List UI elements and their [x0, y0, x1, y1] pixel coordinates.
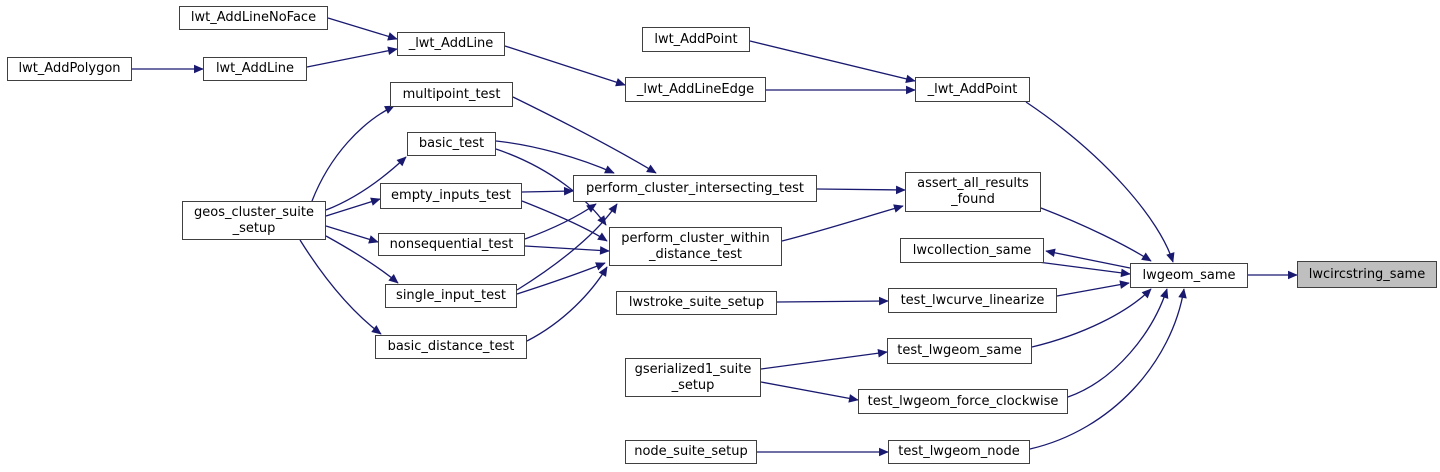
edge-lwt_AddLine-to-_lwt_AddLine — [306, 46, 398, 68]
node-basic_test[interactable]: basic_test — [407, 132, 496, 156]
node-label: test_lwgeom_node — [898, 444, 1020, 459]
edge-empty_inputs_test-to-perform_cluster_intersecting_test — [521, 186, 574, 196]
node-lwt_AddPolygon[interactable]: lwt_AddPolygon — [7, 57, 132, 81]
node-label: lwstroke_suite_setup — [628, 295, 765, 310]
node-label: lwcollection_same — [912, 242, 1032, 258]
node-label: perform_cluster_within — [621, 230, 770, 246]
node-lwgeom_same[interactable]: lwgeom_same — [1130, 263, 1248, 288]
edge-test_lwgeom_node-to-lwgeom_same — [1029, 288, 1187, 450]
node-label: geos_cluster_suite — [194, 204, 314, 220]
edge-geos_cluster_suite_setup-to-basic_distance_test — [299, 239, 382, 335]
node-test_lwgeom_force_clockwise[interactable]: test_lwgeom_force_clockwise — [858, 389, 1068, 414]
node-test_lwgeom_same[interactable]: test_lwgeom_same — [887, 338, 1032, 364]
node-lwcircstring_same[interactable]: lwcircstring_same — [1297, 261, 1437, 288]
node-label: gserialized1_suite — [634, 361, 752, 377]
edge-multipoint_test-to-perform_cluster_intersecting_test — [512, 96, 657, 174]
edge-_lwt_AddPoint-to-lwgeom_same — [1025, 101, 1175, 263]
edge-basic_test-to-perform_cluster_intersecting_test — [495, 140, 615, 174]
edge-basic_distance_test-to-perform_cluster_within_distance_test — [526, 266, 608, 342]
node-_lwt_AddLineEdge[interactable]: _lwt_AddLineEdge — [625, 77, 766, 102]
edge-lwt_AddPoint-to-_lwt_AddPoint — [749, 40, 916, 84]
edge-single_input_test-to-perform_cluster_intersecting_test — [516, 203, 618, 291]
node-test_lwcurve_linearize[interactable]: test_lwcurve_linearize — [888, 288, 1057, 313]
node-label: _lwt_AddLineEdge — [636, 81, 755, 97]
node-lwt_AddPoint[interactable]: lwt_AddPoint — [642, 27, 750, 52]
node-lwstroke_suite_setup[interactable]: lwstroke_suite_setup — [616, 291, 777, 315]
edge-lwgeom_same-to-lwcollection_same — [1045, 248, 1131, 269]
node-label: _setup — [232, 220, 276, 236]
node-label: single_input_test — [396, 288, 506, 303]
edge-lwt_AddLineNoFace-to-_lwt_AddLine — [327, 17, 398, 41]
node-lwcollection_same[interactable]: lwcollection_same — [900, 238, 1044, 263]
node-lwt_AddLine[interactable]: lwt_AddLine — [203, 57, 307, 81]
node-multipoint_test[interactable]: multipoint_test — [390, 82, 513, 107]
node-label: lwcircstring_same — [1308, 266, 1426, 282]
edge-test_lwgeom_force_clockwise-to-lwgeom_same — [1067, 288, 1169, 398]
node-lwt_AddLineNoFace[interactable]: lwt_AddLineNoFace — [179, 6, 328, 30]
edge-geos_cluster_suite_setup-to-nonsequential_test — [325, 225, 379, 244]
edge-single_input_test-to-perform_cluster_within_distance_test — [516, 262, 606, 295]
node-empty_inputs_test[interactable]: empty_inputs_test — [380, 183, 522, 209]
node-label: assert_all_results — [917, 176, 1029, 191]
edge-nonsequential_test-to-perform_cluster_intersecting_test — [524, 203, 597, 240]
node-label: lwt_AddLineNoFace — [190, 10, 317, 25]
node-label: basic_test — [418, 136, 485, 151]
node-label: lwgeom_same — [1142, 267, 1236, 283]
edge-assert_all_results_found-to-lwgeom_same — [1040, 207, 1152, 262]
node-label: basic_distance_test — [387, 339, 515, 354]
node-basic_distance_test[interactable]: basic_distance_test — [375, 335, 527, 359]
node-label: lwt_AddPolygon — [18, 61, 121, 76]
node-label: _lwt_AddLine — [408, 36, 494, 51]
edge-test_lwcurve_linearize-to-lwgeom_same — [1056, 280, 1130, 297]
node-_lwt_AddPoint[interactable]: _lwt_AddPoint — [915, 77, 1030, 102]
node-perform_cluster_intersecting_test[interactable]: perform_cluster_intersecting_test — [573, 175, 817, 202]
node-label: _found — [951, 192, 995, 207]
node-label: _lwt_AddPoint — [927, 81, 1018, 97]
node-label: test_lwcurve_linearize — [900, 292, 1045, 308]
node-label: nonsequential_test — [389, 236, 514, 252]
edge-empty_inputs_test-to-perform_cluster_within_distance_test — [521, 200, 608, 242]
edge-gserialized1_suite_setup-to-test_lwgeom_force_clockwise — [760, 381, 859, 403]
node-perform_cluster_within_distance_test[interactable]: perform_cluster_within_distance_test — [609, 227, 782, 266]
edge-gserialized1_suite_setup-to-test_lwgeom_same — [760, 348, 888, 370]
node-single_input_test[interactable]: single_input_test — [385, 284, 517, 308]
edge-perform_cluster_intersecting_test-to-assert_all_results_found — [816, 185, 906, 195]
edge-lwcollection_same-to-lwgeom_same — [1037, 261, 1131, 278]
node-nonsequential_test[interactable]: nonsequential_test — [378, 233, 525, 256]
edge-lwstroke_suite_setup-to-test_lwcurve_linearize — [776, 296, 889, 306]
node-label: node_suite_setup — [634, 444, 748, 459]
edge-nonsequential_test-to-perform_cluster_within_distance_test — [524, 245, 610, 255]
node-gserialized1_suite_setup[interactable]: gserialized1_suite_setup — [625, 358, 761, 397]
node-label: _distance_test — [648, 246, 743, 262]
node-_lwt_AddLine[interactable]: _lwt_AddLine — [397, 32, 505, 56]
node-assert_all_results_found[interactable]: assert_all_results_found — [905, 172, 1041, 212]
node-label: perform_cluster_intersecting_test — [586, 180, 804, 196]
node-label: test_lwgeom_same — [897, 343, 1022, 358]
node-label: lwt_AddPoint — [654, 31, 738, 47]
edge-geos_cluster_suite_setup-to-empty_inputs_test — [325, 197, 381, 217]
node-label: empty_inputs_test — [391, 188, 511, 203]
node-node_suite_setup[interactable]: node_suite_setup — [625, 440, 757, 464]
node-label: test_lwgeom_force_clockwise — [867, 393, 1059, 409]
edge-perform_cluster_within_distance_test-to-assert_all_results_found — [781, 204, 904, 242]
node-geos_cluster_suite_setup[interactable]: geos_cluster_suite_setup — [182, 201, 326, 240]
node-label: _setup — [671, 377, 715, 393]
node-label: multipoint_test — [402, 86, 501, 102]
node-test_lwgeom_node[interactable]: test_lwgeom_node — [888, 440, 1030, 464]
edge-_lwt_AddLine-to-_lwt_AddLineEdge — [504, 45, 626, 87]
node-label: lwt_AddLine — [215, 61, 295, 76]
